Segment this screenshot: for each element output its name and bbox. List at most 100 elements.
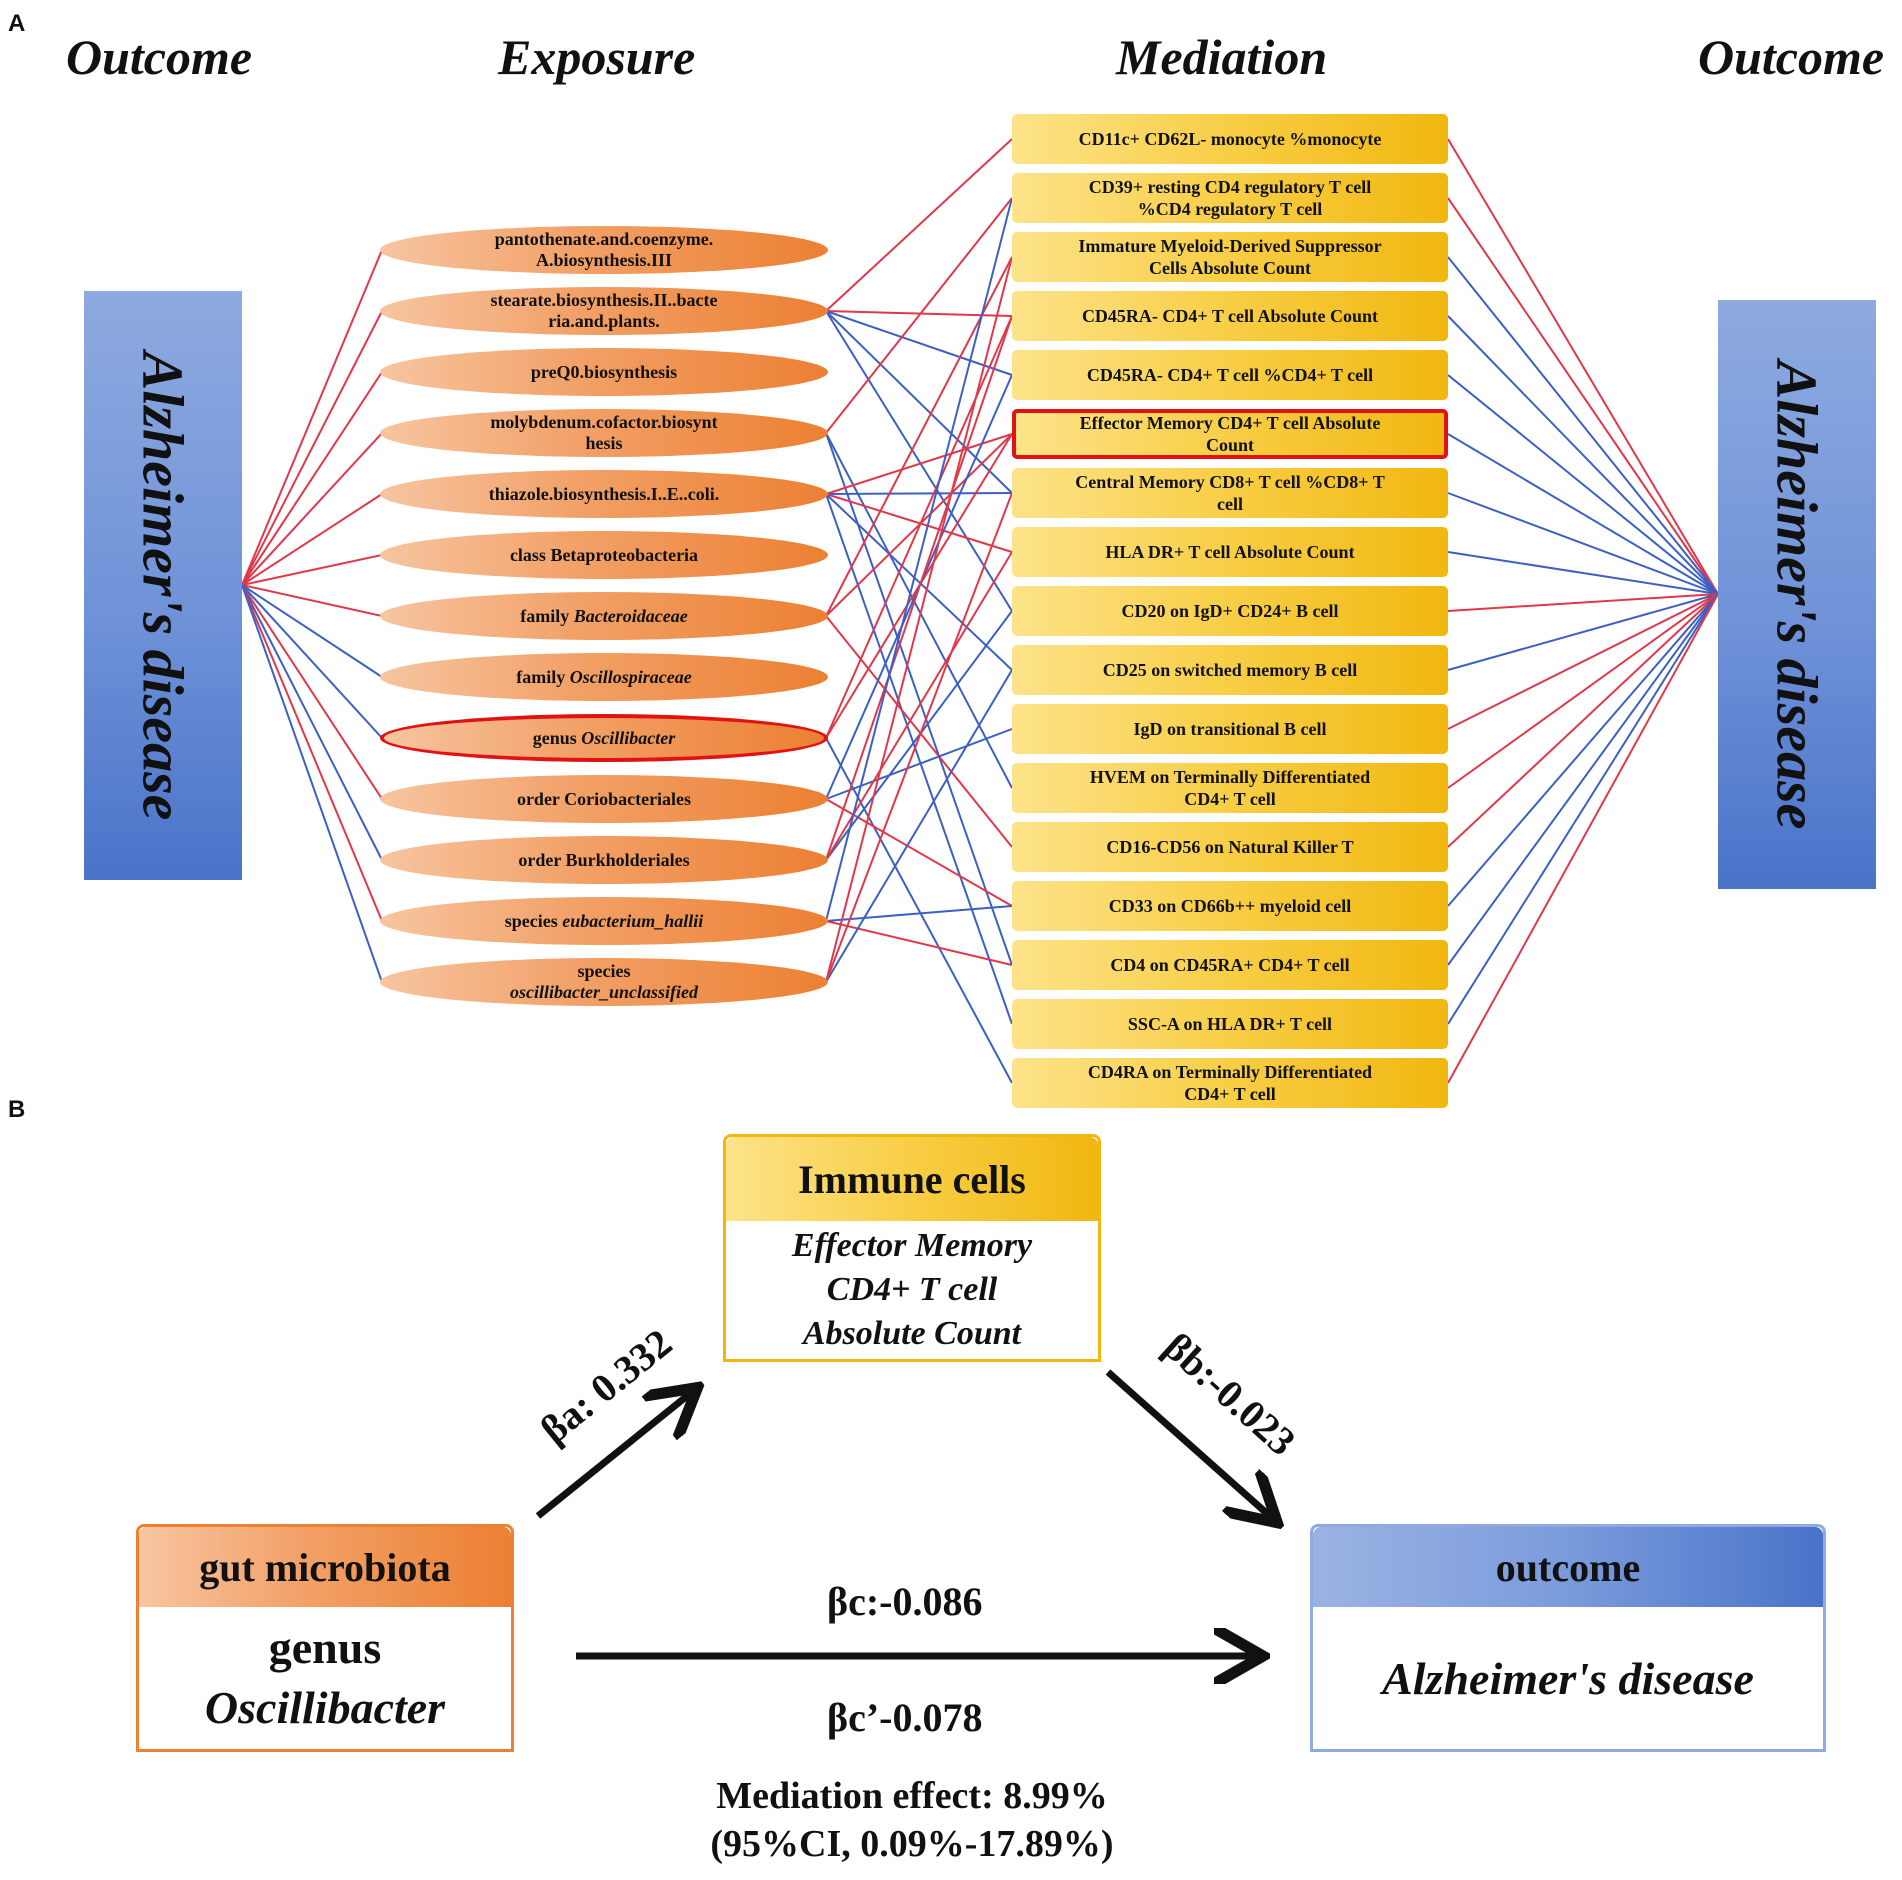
header-mediation: Mediation [1116,29,1328,85]
link-cross [825,493,1013,553]
link-cross [825,737,1013,1084]
link-left [241,554,383,586]
mediator-node: CD45RA- CD4+ T cell Absolute Count [1012,291,1448,341]
outcome-title: outcome [1313,1527,1823,1607]
connection-lines [241,138,1719,1084]
link-cross [825,310,1013,612]
exposure-node: pantothenate.and.coenzyme.A.biosynthesis… [380,226,828,274]
mediator-node: CD20 on IgD+ CD24+ B cell [1012,586,1448,636]
link-left [241,249,383,586]
link-right [1447,593,1719,612]
mediation-arrows [535,1369,1902,1700]
link-cross [825,493,1013,671]
link-right [1447,593,1719,671]
outcome-bar-left-label: Alzheimer's disease [130,351,196,820]
mediator-node: CD25 on switched memory B cell [1012,645,1448,695]
mediator-node: CD33 on CD66b++ myeloid cell [1012,881,1448,931]
link-cross [825,615,1013,848]
link-cross [825,493,1013,1025]
immune-cells-title: Immune cells [726,1137,1098,1221]
exposure-node: order Burkholderiales [380,836,828,884]
link-left [241,584,383,922]
link-cross [825,256,1013,983]
link-cross [825,432,1013,789]
panel-b-label: B [8,1096,26,1123]
gut-microbiota-title: gut microbiota [139,1527,511,1607]
exposure-node-highlighted: genus Oscillibacter [380,714,828,762]
link-right [1447,433,1719,595]
link-right [1447,256,1719,595]
link-cross [825,197,1013,434]
link-cross [825,315,1013,861]
link-cross [825,669,1013,983]
link-left [241,584,383,861]
link-left [241,584,383,800]
outcome-bar-right-label: Alzheimer's disease [1764,360,1830,829]
mediator-node: CD39+ resting CD4 regulatory T cell%CD4 … [1012,173,1448,223]
link-cross [825,310,1013,376]
arrow-a [535,1392,692,1519]
link-cross [825,138,1013,312]
link-right [1447,315,1719,595]
immune-cells-card: Immune cells Effector Memory CD4+ T cell… [723,1134,1101,1362]
outcome-card: outcome Alzheimer's disease [1310,1524,1826,1752]
link-left [241,493,383,586]
exposure-node: family Oscillospiraceae [380,653,828,701]
mediator-node: HLA DR+ T cell Absolute Count [1012,527,1448,577]
link-left [241,310,383,586]
link-right [1447,551,1719,595]
link-right [1447,138,1719,595]
link-right [1447,197,1719,595]
link-right [1447,593,1719,789]
arrow-b [1105,1369,1272,1518]
immune-cells-body: Effector Memory CD4+ T cell Absolute Cou… [791,1227,1033,1352]
panel-a-label: A [8,10,26,37]
link-right [1447,593,1719,1084]
link-right [1447,374,1719,595]
exposure-node: order Coriobacteriales [380,775,828,823]
link-right [1447,593,1719,907]
link-left [241,584,383,617]
exposure-node: family Bacteroidaceae [380,592,828,640]
link-cross [825,492,1013,495]
link-right [1447,593,1719,730]
mediation-effect: Mediation effect: 8.99% (95%CI, 0.09%-17… [710,1775,1114,1865]
link-cross [825,492,1013,983]
header-exposure: Exposure [498,29,696,85]
mediator-node: CD4 on CD45RA+ CD4+ T cell [1012,940,1448,990]
link-cross [825,728,1013,800]
mediator-node: CD16-CD56 on Natural Killer T [1012,822,1448,872]
exposure-node: class Betaproteobacteria [380,531,828,579]
link-cross [825,197,1013,922]
link-cross [825,432,1013,966]
link-left [241,584,383,678]
beta-c-prime-label: βc’-0.078 [827,1695,983,1740]
mediator-node: SSC-A on HLA DR+ T cell [1012,999,1448,1049]
outcome-body: Alzheimer's disease [1382,1652,1754,1704]
link-left [241,584,383,739]
link-cross [825,310,1013,494]
link-cross [825,315,1013,739]
gut-microbiota-body: genus Oscillibacter [204,1622,446,1733]
link-right [1447,492,1719,595]
link-right [1447,593,1719,848]
link-cross [825,433,1013,495]
link-right [1447,593,1719,966]
header-outcome-right: Outcome [1698,29,1885,85]
exposure-node: species eubacterium_hallii [380,897,828,945]
link-right [1447,593,1719,1025]
outcome-bar-right: Alzheimer's disease [1718,300,1876,889]
link-left [241,371,383,586]
mediator-node: CD11c+ CD62L- monocyte %monocyte [1012,114,1448,164]
gut-microbiota-card: gut microbiota genus Oscillibacter [136,1524,514,1752]
link-left [241,584,383,983]
link-left [241,432,383,586]
header-outcome-left: Outcome [66,29,253,85]
mediator-node: CD45RA- CD4+ T cell %CD4+ T cell [1012,350,1448,400]
